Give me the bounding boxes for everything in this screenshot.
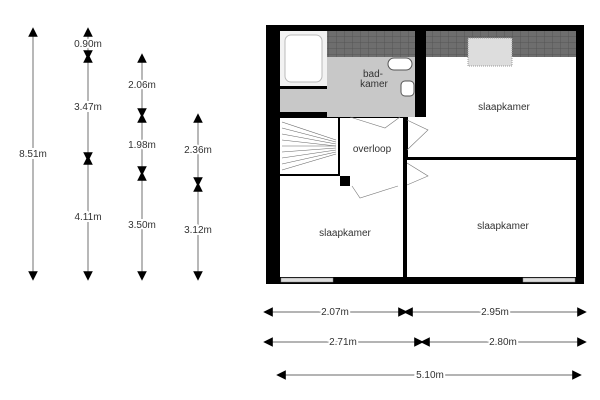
sink — [400, 80, 415, 97]
window — [522, 277, 576, 283]
plan: bad- kamer overloop slaapkamer slaapkame… — [266, 25, 584, 284]
bedroom-bottom-right — [407, 160, 576, 277]
dim-label: 1.98m — [128, 140, 156, 151]
skylight — [467, 37, 513, 67]
floor — [408, 117, 426, 157]
dim-label-total-width: 5.10m — [416, 370, 444, 381]
dim-label: 4.11m — [74, 212, 101, 223]
room-label-bathroom: bad- — [363, 69, 383, 80]
dim-label-total-height: 8.51m — [19, 149, 47, 160]
dim-label: 2.07m — [321, 307, 349, 318]
room-label-bedroom: slaapkamer — [477, 221, 529, 232]
dim-label: 2.71m — [329, 337, 357, 348]
door-swings — [349, 116, 429, 199]
toilet — [387, 57, 413, 71]
vertical-dimensions: 8.51m 0.90m 3.47m 4.11m 2.06m 1.98m 3.50… — [17, 27, 214, 281]
room-label-bathroom: kamer — [360, 79, 388, 90]
room-label-landing: overloop — [353, 144, 392, 155]
dim-label: 2.06m — [128, 80, 156, 91]
horizontal-dimensions: 2.07m 2.95m 2.71m 2.80m 5.10m — [263, 305, 587, 383]
window — [280, 277, 334, 283]
storage-room — [280, 89, 336, 112]
dim-label: 3.47m — [74, 102, 102, 113]
dim-label: 2.36m — [184, 145, 212, 156]
room-label-bedroom: slaapkamer — [319, 228, 371, 239]
landing — [340, 118, 403, 184]
dim-label: 2.80m — [489, 337, 517, 348]
tile-wall — [327, 31, 415, 57]
bathtub — [284, 34, 323, 83]
dim-label: 3.50m — [128, 220, 156, 231]
room-label-bedroom: slaapkamer — [478, 102, 530, 113]
dim-label: 0.90m — [74, 39, 102, 50]
wall — [340, 176, 350, 186]
dim-label: 2.95m — [481, 307, 509, 318]
bedroom-bottom-left — [280, 176, 403, 277]
dim-label: 3.12m — [184, 225, 212, 236]
stair-steps — [281, 121, 337, 171]
